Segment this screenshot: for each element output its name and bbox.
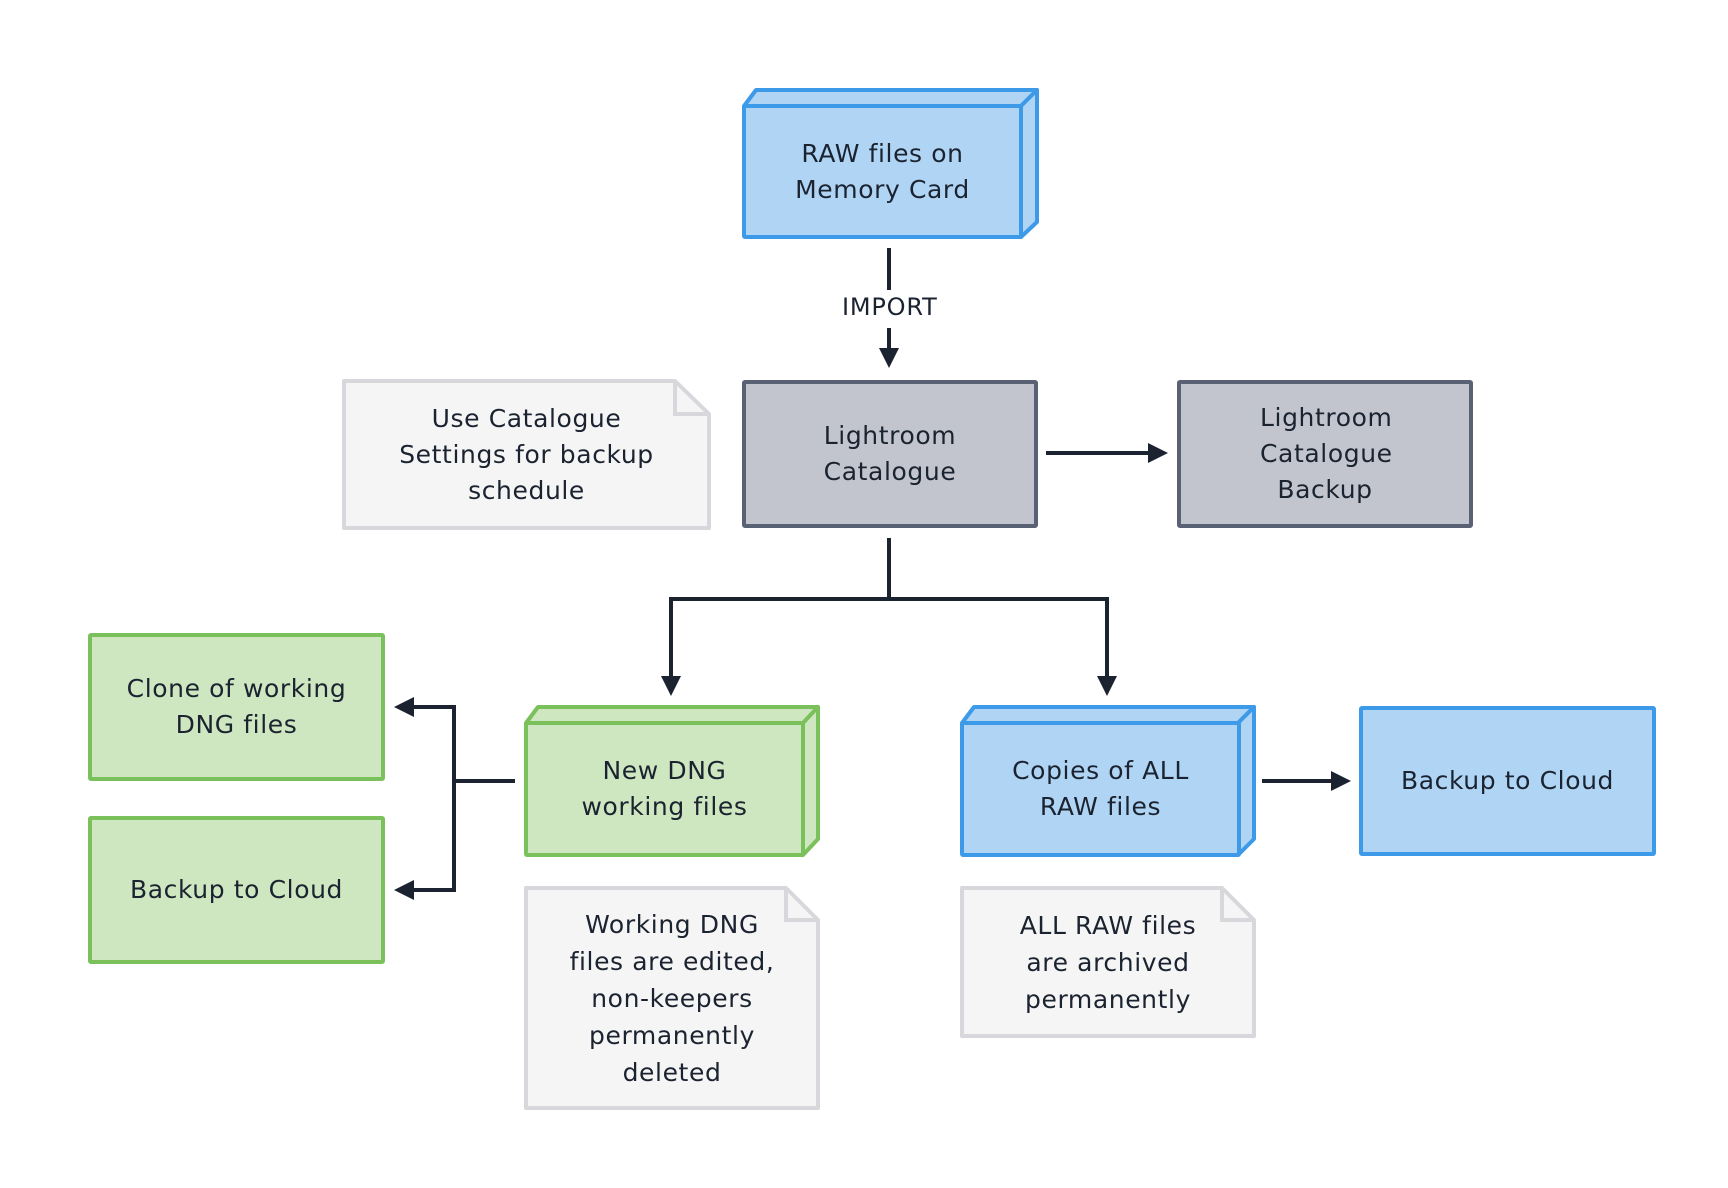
new-dng-side-face <box>801 705 820 857</box>
import-edge-label: IMPORT <box>838 293 942 321</box>
node-raw-copies[interactable]: Copies of ALL RAW files <box>960 721 1241 857</box>
node-lightroom-catalogue[interactable]: Lightroom Catalogue <box>742 380 1038 528</box>
node-dng-clone[interactable]: Clone of working DNG files <box>88 633 385 781</box>
node-new-dng-label: New DNG working files <box>581 756 748 821</box>
dng-working-note-text: Working DNG files are edited, non-keeper… <box>569 909 775 1087</box>
catalogue-note-fold <box>673 381 709 416</box>
raw-archive-note-text: ALL RAW files are archived permanently <box>1019 910 1197 1014</box>
raw-archive-note: ALL RAW files are archived permanently <box>964 890 1252 1034</box>
node-new-dng[interactable]: New DNG working files <box>524 721 805 857</box>
node-dng-backup-cloud-label: Backup to Cloud <box>129 875 344 904</box>
node-raw-backup-cloud-label: Backup to Cloud <box>1400 766 1615 795</box>
node-raw-backup-cloud[interactable]: Backup to Cloud <box>1359 706 1656 856</box>
node-lightroom-catalogue-label: Lightroom Catalogue <box>823 421 957 486</box>
dng-note-shape <box>524 886 820 1110</box>
connector-dng-cloud <box>394 781 456 900</box>
node-raw-memory-card[interactable]: RAW files on Memory Card <box>742 104 1023 239</box>
node-catalogue-backup-label: Lightroom Catalogue Backup <box>1260 403 1393 504</box>
dng-note-fold <box>784 888 818 922</box>
node-dng-backup-cloud[interactable]: Backup to Cloud <box>88 816 385 964</box>
connector-catalogue-dng <box>661 538 891 696</box>
node-raw-copies-label: Copies of ALL RAW files <box>1012 756 1189 821</box>
raw-note-shape <box>960 886 1256 1038</box>
catalogue-settings-note: Use Catalogue Settings for backup schedu… <box>346 383 707 526</box>
catalogue-note-shape <box>342 379 711 530</box>
node-catalogue-backup[interactable]: Lightroom Catalogue Backup <box>1177 380 1473 528</box>
raw-memory-card-side-face <box>1019 88 1039 239</box>
connector-dng-clone <box>394 697 456 781</box>
raw-note-fold <box>1220 888 1254 922</box>
connector-catalogue-raw <box>889 597 1117 696</box>
node-dng-clone-label: Clone of working DNG files <box>126 674 347 739</box>
node-raw-memory-card-label: RAW files on Memory Card <box>795 138 970 204</box>
catalogue-settings-note-text: Use Catalogue Settings for backup schedu… <box>399 403 654 505</box>
dng-working-note: Working DNG files are edited, non-keeper… <box>528 890 816 1106</box>
